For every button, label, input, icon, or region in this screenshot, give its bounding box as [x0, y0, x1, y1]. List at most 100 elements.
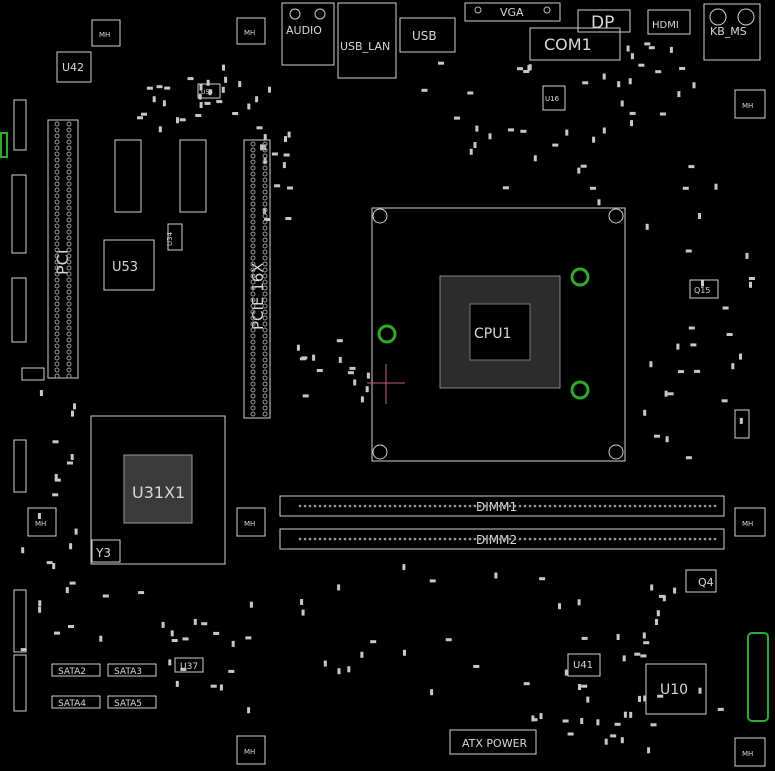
- passive-component: [249, 601, 253, 608]
- slot-pin: [66, 223, 72, 229]
- usb-connector: [399, 17, 456, 53]
- dimm-pin: [473, 504, 477, 508]
- slot-pin: [66, 331, 72, 337]
- passive-component: [582, 81, 589, 85]
- dimm-pin: [373, 537, 377, 541]
- slot-pin: [54, 235, 60, 241]
- dimm-pin: [383, 504, 387, 508]
- slot-pin: [262, 345, 268, 351]
- slot-pin: [262, 177, 268, 183]
- passive-component: [590, 186, 596, 190]
- slot-pin: [54, 175, 60, 181]
- slot-pin: [262, 195, 268, 201]
- passive-component: [722, 306, 729, 310]
- passive-component: [649, 361, 653, 368]
- audio-connector: [281, 2, 335, 66]
- slot-pin: [262, 273, 268, 279]
- usb-lan-label: USB_LAN: [340, 40, 390, 53]
- slot-pin: [250, 357, 256, 363]
- passive-component: [232, 112, 239, 115]
- u41-label: U41: [573, 660, 593, 671]
- passive-component: [581, 684, 588, 688]
- chipset-outline: [90, 415, 226, 565]
- slot-pin: [66, 295, 72, 301]
- dimm-pin: [338, 537, 342, 541]
- passive-component: [630, 53, 634, 60]
- dimm-pin: [578, 537, 582, 541]
- slot-pin: [250, 405, 256, 411]
- slot-pin: [250, 213, 256, 219]
- passive-component: [156, 85, 163, 89]
- dimm-pin: [603, 504, 607, 508]
- cpu-pad-center: [469, 303, 531, 361]
- slot-pin: [262, 357, 268, 363]
- passive-component: [164, 86, 171, 90]
- svg-text:MH: MH: [244, 520, 255, 528]
- passive-component: [690, 343, 697, 347]
- passive-component: [665, 436, 669, 443]
- u16-label: U16: [545, 95, 560, 103]
- dimm-pin: [608, 537, 612, 541]
- u34-label: U34: [166, 231, 174, 246]
- slot-pin: [262, 141, 268, 147]
- slot-pin: [262, 291, 268, 297]
- dimm-pin: [623, 537, 627, 541]
- dimm-pin: [393, 504, 397, 508]
- passive-component: [199, 102, 203, 108]
- slot-pin: [262, 201, 268, 207]
- slot-pin: [250, 177, 256, 183]
- left-section: U42 PCI U53 PCIE 16X U34: [0, 51, 271, 712]
- dimm-pin: [623, 504, 627, 508]
- slot-pin: [66, 229, 72, 235]
- dimm-pin: [498, 537, 502, 541]
- passive-component: [602, 73, 606, 80]
- dimm-pin: [628, 504, 632, 508]
- dimm-pin: [658, 537, 662, 541]
- slot-pin: [54, 295, 60, 301]
- passive-component: [238, 81, 242, 88]
- dimm-pin: [448, 504, 452, 508]
- sata3-label: SATA3: [114, 667, 142, 677]
- passive-component: [438, 61, 444, 65]
- slot-pin: [54, 277, 60, 283]
- slot-pin: [54, 139, 60, 145]
- slot-pin: [262, 387, 268, 393]
- dimm-pin: [423, 537, 427, 541]
- vga-connector: [464, 2, 561, 22]
- passive-component: [655, 70, 662, 74]
- passive-component: [316, 369, 323, 372]
- passive-component: [360, 396, 364, 403]
- slot-pin: [66, 367, 72, 373]
- sata4-connector: [51, 695, 101, 709]
- passive-component: [296, 344, 300, 351]
- chip-block-a: [114, 139, 142, 213]
- dimm-pin: [453, 504, 457, 508]
- passive-component: [688, 165, 695, 169]
- passive-component: [552, 143, 559, 147]
- u42-label: U42: [62, 61, 84, 74]
- crystal-y3: [91, 539, 121, 563]
- passive-component: [638, 63, 645, 67]
- slot-pin: [66, 181, 72, 187]
- sata3-connector: [107, 663, 157, 677]
- slot-pin: [262, 327, 268, 333]
- header-left-2: [11, 174, 27, 254]
- u31-label: U31X1: [132, 483, 185, 502]
- slot-pin: [54, 187, 60, 193]
- passive-component: [502, 186, 509, 190]
- passive-component: [73, 403, 76, 410]
- green-highlight-right: [747, 632, 769, 722]
- dimm-pin: [708, 537, 712, 541]
- dimm-pin: [683, 537, 687, 541]
- slot-pin: [66, 313, 72, 319]
- chip-u16: [542, 85, 566, 111]
- passive-component: [658, 594, 665, 598]
- slot-pin: [250, 351, 256, 357]
- passive-component: [662, 595, 666, 602]
- passive-component: [564, 669, 568, 676]
- passive-component: [158, 126, 162, 133]
- slot-pin: [54, 253, 60, 259]
- passive-component: [445, 638, 452, 642]
- slot-pin: [250, 315, 256, 321]
- svg-text:MH: MH: [742, 520, 753, 528]
